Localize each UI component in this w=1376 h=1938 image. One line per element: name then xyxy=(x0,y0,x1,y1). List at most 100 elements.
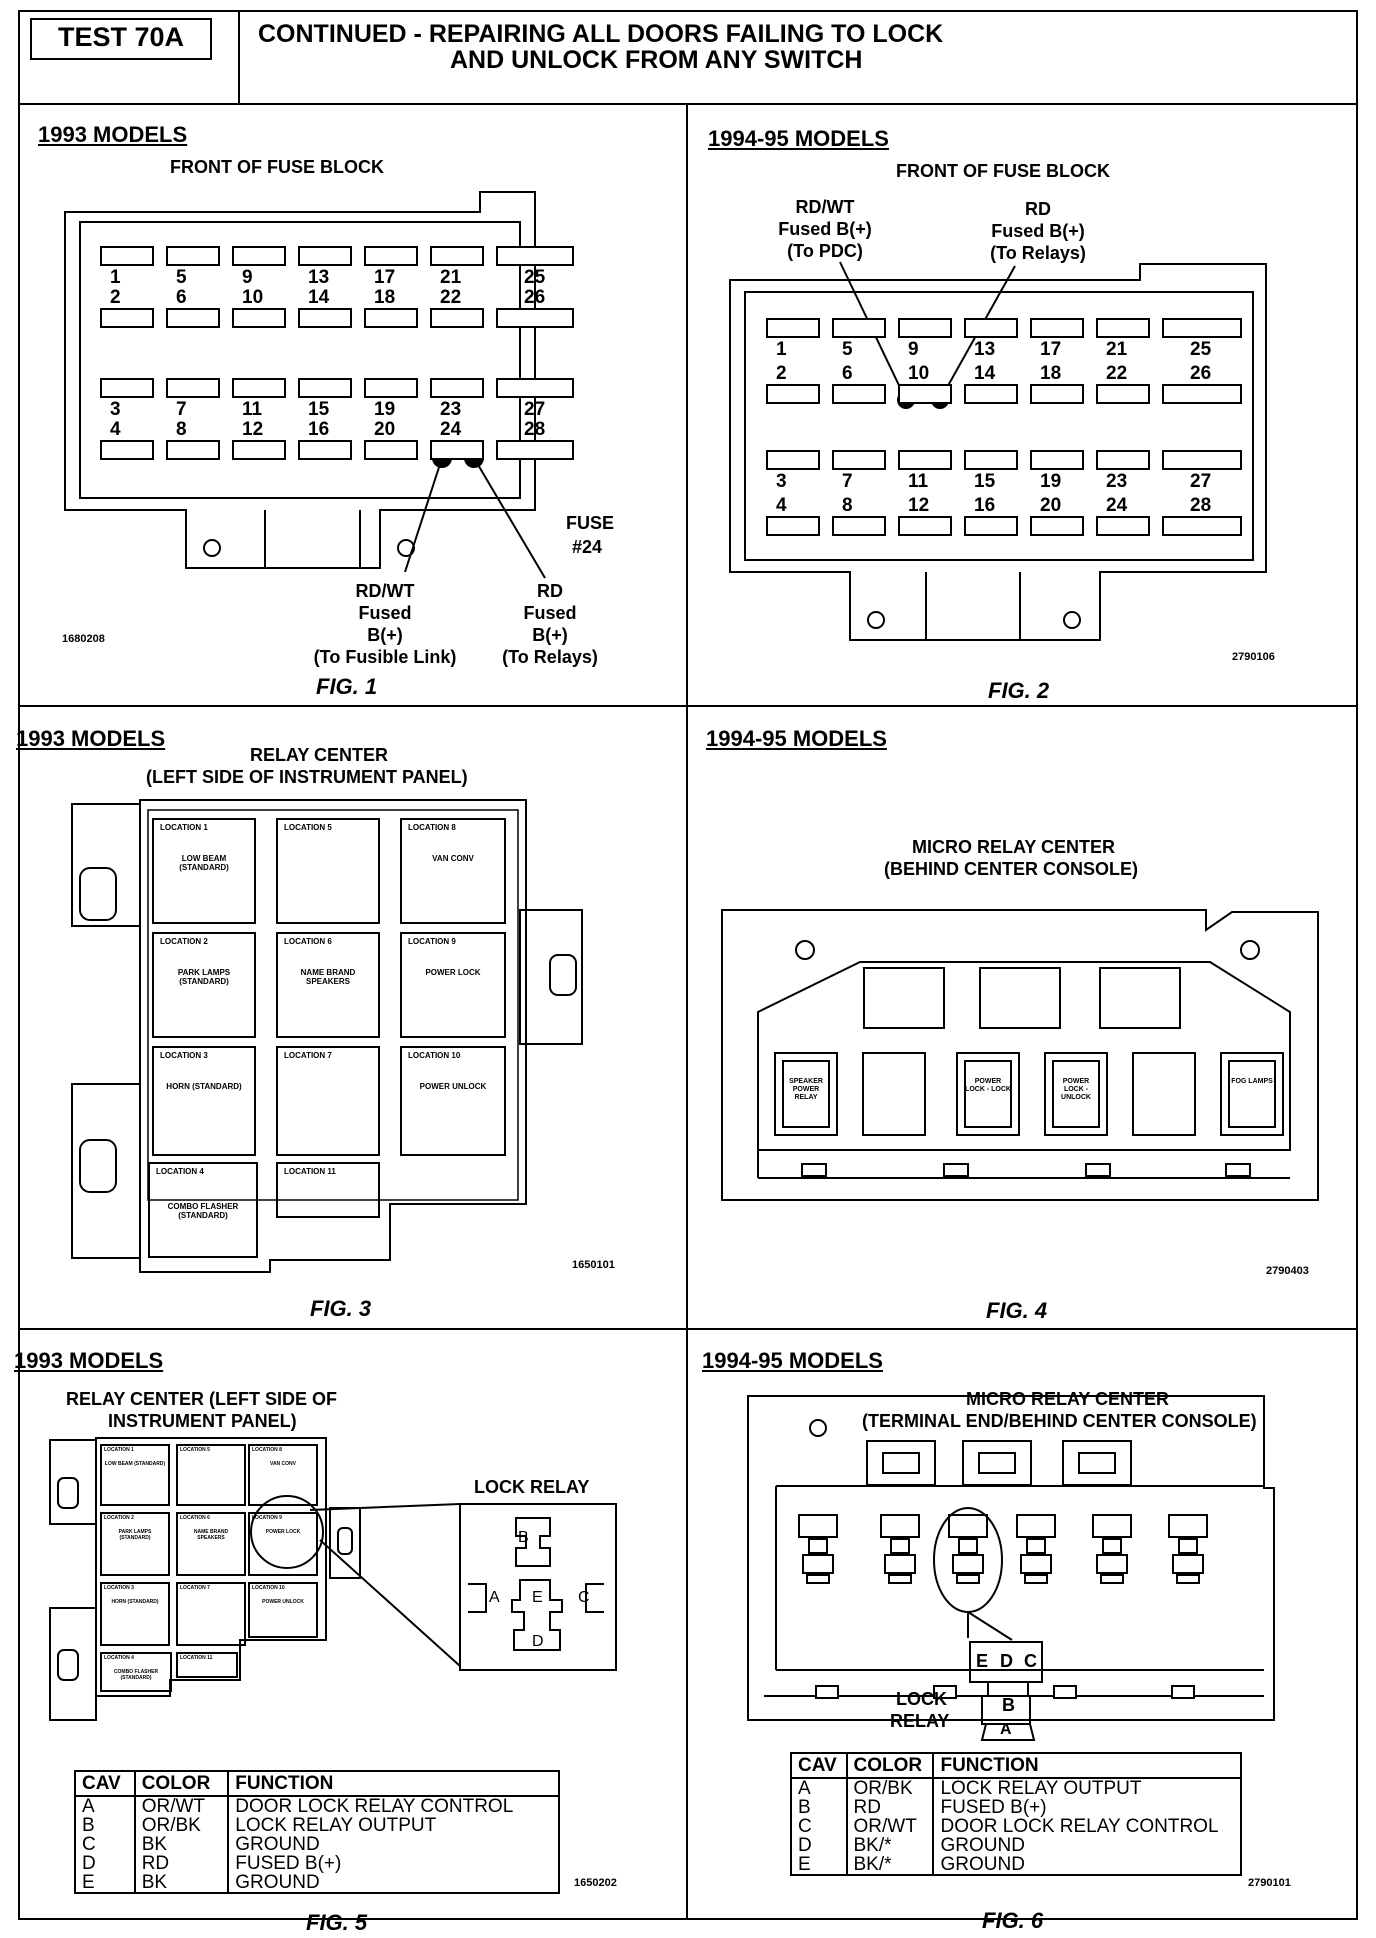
fig3-relay-location-9: LOCATION 10 xyxy=(408,1051,461,1060)
fig1-fuse-label-15: 15 xyxy=(308,399,330,420)
fig6-table-cell: D xyxy=(798,1835,812,1856)
fig3-relay-slot-6 xyxy=(400,932,506,1038)
fig1-left-wire-color: RD/WT xyxy=(355,581,415,601)
fig2-fuse-label-28: 28 xyxy=(1190,495,1212,516)
fig5-relay-slot-11 xyxy=(176,1652,238,1678)
fig2-fuse-slot-18 xyxy=(1030,384,1084,404)
fig2-fuse-label-17: 17 xyxy=(1040,339,1062,360)
fig2-fuse-slot-17 xyxy=(1030,318,1084,338)
fig1-fuse-label-27: 27 xyxy=(524,399,546,420)
fig3-relay-label-5: NAME BRAND SPEAKERS xyxy=(300,968,356,987)
fig4-relay-label-4: POWER LOCK - UNLOCK xyxy=(1061,1078,1091,1102)
fig5-subtitle-2: INSTRUMENT PANEL) xyxy=(108,1411,297,1431)
fig3-relay-slot-1 xyxy=(152,818,256,924)
fig6-lock-relay-1: LOCK xyxy=(896,1689,947,1709)
fig3-subtitle-1: RELAY CENTER xyxy=(250,745,389,765)
fig2-fuse-label-13: 13 xyxy=(974,339,996,360)
fig5-relay-slot-4 xyxy=(100,1512,170,1576)
fig4-subtitle-2: (BEHIND CENTER CONSOLE) xyxy=(884,859,1139,879)
fig5-relay-slot-1 xyxy=(100,1444,170,1506)
fig6-socket-foot-3 xyxy=(956,1574,980,1584)
fig3-relay-location-2: LOCATION 5 xyxy=(284,823,332,832)
fig5-pin-c: C xyxy=(578,1589,590,1606)
fig2-fuse-slot-28 xyxy=(1162,516,1242,536)
fig2-fuse-slot-16 xyxy=(964,516,1018,536)
fig5-relay-slot-6 xyxy=(248,1512,318,1576)
fig5-relay-label-7: HORN (STANDARD) xyxy=(111,1599,159,1605)
fig2-fuse-label-6: 6 xyxy=(842,363,853,384)
fig3-relay-location-1: LOCATION 1 xyxy=(160,823,208,832)
fig1-fuse-slot-11 xyxy=(232,378,286,398)
fig5-table-cell: B xyxy=(82,1815,95,1836)
fig4-model: 1994-95 MODELS xyxy=(706,726,887,751)
grid-row1-divider xyxy=(18,705,1358,707)
fig2-fuse-slot-10 xyxy=(898,384,952,404)
fig4-relay-label-3: POWER LOCK - LOCK xyxy=(965,1078,1011,1094)
fig5-th-function: FUNCTION xyxy=(227,1771,559,1797)
fig1-fuse-slot-19 xyxy=(364,378,418,398)
grid-vertical-divider xyxy=(686,105,688,1920)
fig5-relay-label-3: VAN CONV xyxy=(269,1461,297,1467)
fig2-fuse-label-22: 22 xyxy=(1106,363,1128,384)
fig1-fuse-slot-1 xyxy=(100,246,154,266)
fig5-pin-d: D xyxy=(532,1633,544,1650)
fig5-relay-slot-10 xyxy=(100,1652,172,1692)
fig5-table-cell: BK xyxy=(133,1873,229,1893)
fig5-table-cell: GROUND xyxy=(227,1873,559,1893)
fig4-part-number: 2790403 xyxy=(1266,1265,1309,1277)
fig6-upper-relay-terminal-1 xyxy=(882,1452,920,1474)
fig6-socket-foot-5 xyxy=(1100,1574,1124,1584)
fig3-relay-center-outline xyxy=(71,799,583,1273)
fig2-fuse-slot-23 xyxy=(1096,450,1150,470)
fig2-fuse-label-19: 19 xyxy=(1040,471,1062,492)
fig6-socket-top-6 xyxy=(1168,1514,1208,1538)
fig2-fuse-label-14: 14 xyxy=(974,363,996,384)
fig1-fuse-slot-10 xyxy=(232,308,286,328)
fig1-right-wire-color: RD xyxy=(537,581,563,601)
fig1-fuse-slot-14 xyxy=(298,308,352,328)
fig2-part-number: 2790106 xyxy=(1232,651,1275,663)
fig6-socket-foot-2 xyxy=(888,1574,912,1584)
fig6-table-cell: FUSED B(+) xyxy=(932,1798,1241,1817)
fig3-subtitle-2: (LEFT SIDE OF INSTRUMENT PANEL) xyxy=(146,767,468,787)
fig3-relay-slot-8 xyxy=(276,1046,380,1156)
fig1-fuse-slot-22 xyxy=(430,308,484,328)
fig6-socket-mid-5 xyxy=(1102,1538,1122,1554)
fig5-relay-location-7: LOCATION 3 xyxy=(104,1585,134,1591)
fig4-relay-socket-2 xyxy=(862,1052,926,1136)
fig6-socket-base-2 xyxy=(884,1554,916,1574)
fig1-fuse-label-4: 4 xyxy=(110,419,121,440)
fig4-relay-label-1: SPEAKER POWER RELAY xyxy=(789,1078,823,1102)
fig5-relay-location-2: LOCATION 5 xyxy=(180,1447,210,1453)
fig1-fuse-slot-26 xyxy=(496,308,574,328)
fig1-right-wire-bplus: B(+) xyxy=(532,625,568,645)
fig6-th-function: FUNCTION xyxy=(932,1753,1241,1779)
fig6-table-cell: B xyxy=(798,1797,811,1818)
fig4-relay-4 xyxy=(1052,1060,1100,1128)
fig1-fuse-slot-16 xyxy=(298,440,352,460)
fig1-right-wire-fused: Fused xyxy=(523,603,577,623)
fig5-relay-location-3: LOCATION 8 xyxy=(252,1447,282,1453)
fig2-fuse-slot-15 xyxy=(964,450,1018,470)
fig1-fuse-slot-3 xyxy=(100,378,154,398)
fig6-socket-base-5 xyxy=(1096,1554,1128,1574)
fig3-relay-label-6: POWER LOCK xyxy=(425,968,481,977)
fig5-table-cell: E xyxy=(82,1872,95,1893)
fig1-fuse-slot-6 xyxy=(166,308,220,328)
fig2-right-wire-color: RD xyxy=(1025,199,1051,219)
fig1-fuse-slot-12 xyxy=(232,440,286,460)
fig6-table-cell: GROUND xyxy=(932,1836,1241,1855)
fig2-right-wire-fused: Fused B(+) xyxy=(991,221,1085,241)
fig1-fuse-label-13: 13 xyxy=(308,267,330,288)
fig2-fuse-label-7: 7 xyxy=(842,471,853,492)
fig2-fuse-label-3: 3 xyxy=(776,471,787,492)
fig3-relay-location-10: LOCATION 4 xyxy=(156,1167,204,1176)
fig1-fuse-label-25: 25 xyxy=(524,267,546,288)
fig2-fuse-label-20: 20 xyxy=(1040,495,1062,516)
fig5-model: 1993 MODELS xyxy=(14,1348,164,1373)
fig2-fuse-slot-8 xyxy=(832,516,886,536)
fig5-relay-center-outline xyxy=(49,1437,617,1721)
fig1-fuse-slot-18 xyxy=(364,308,418,328)
